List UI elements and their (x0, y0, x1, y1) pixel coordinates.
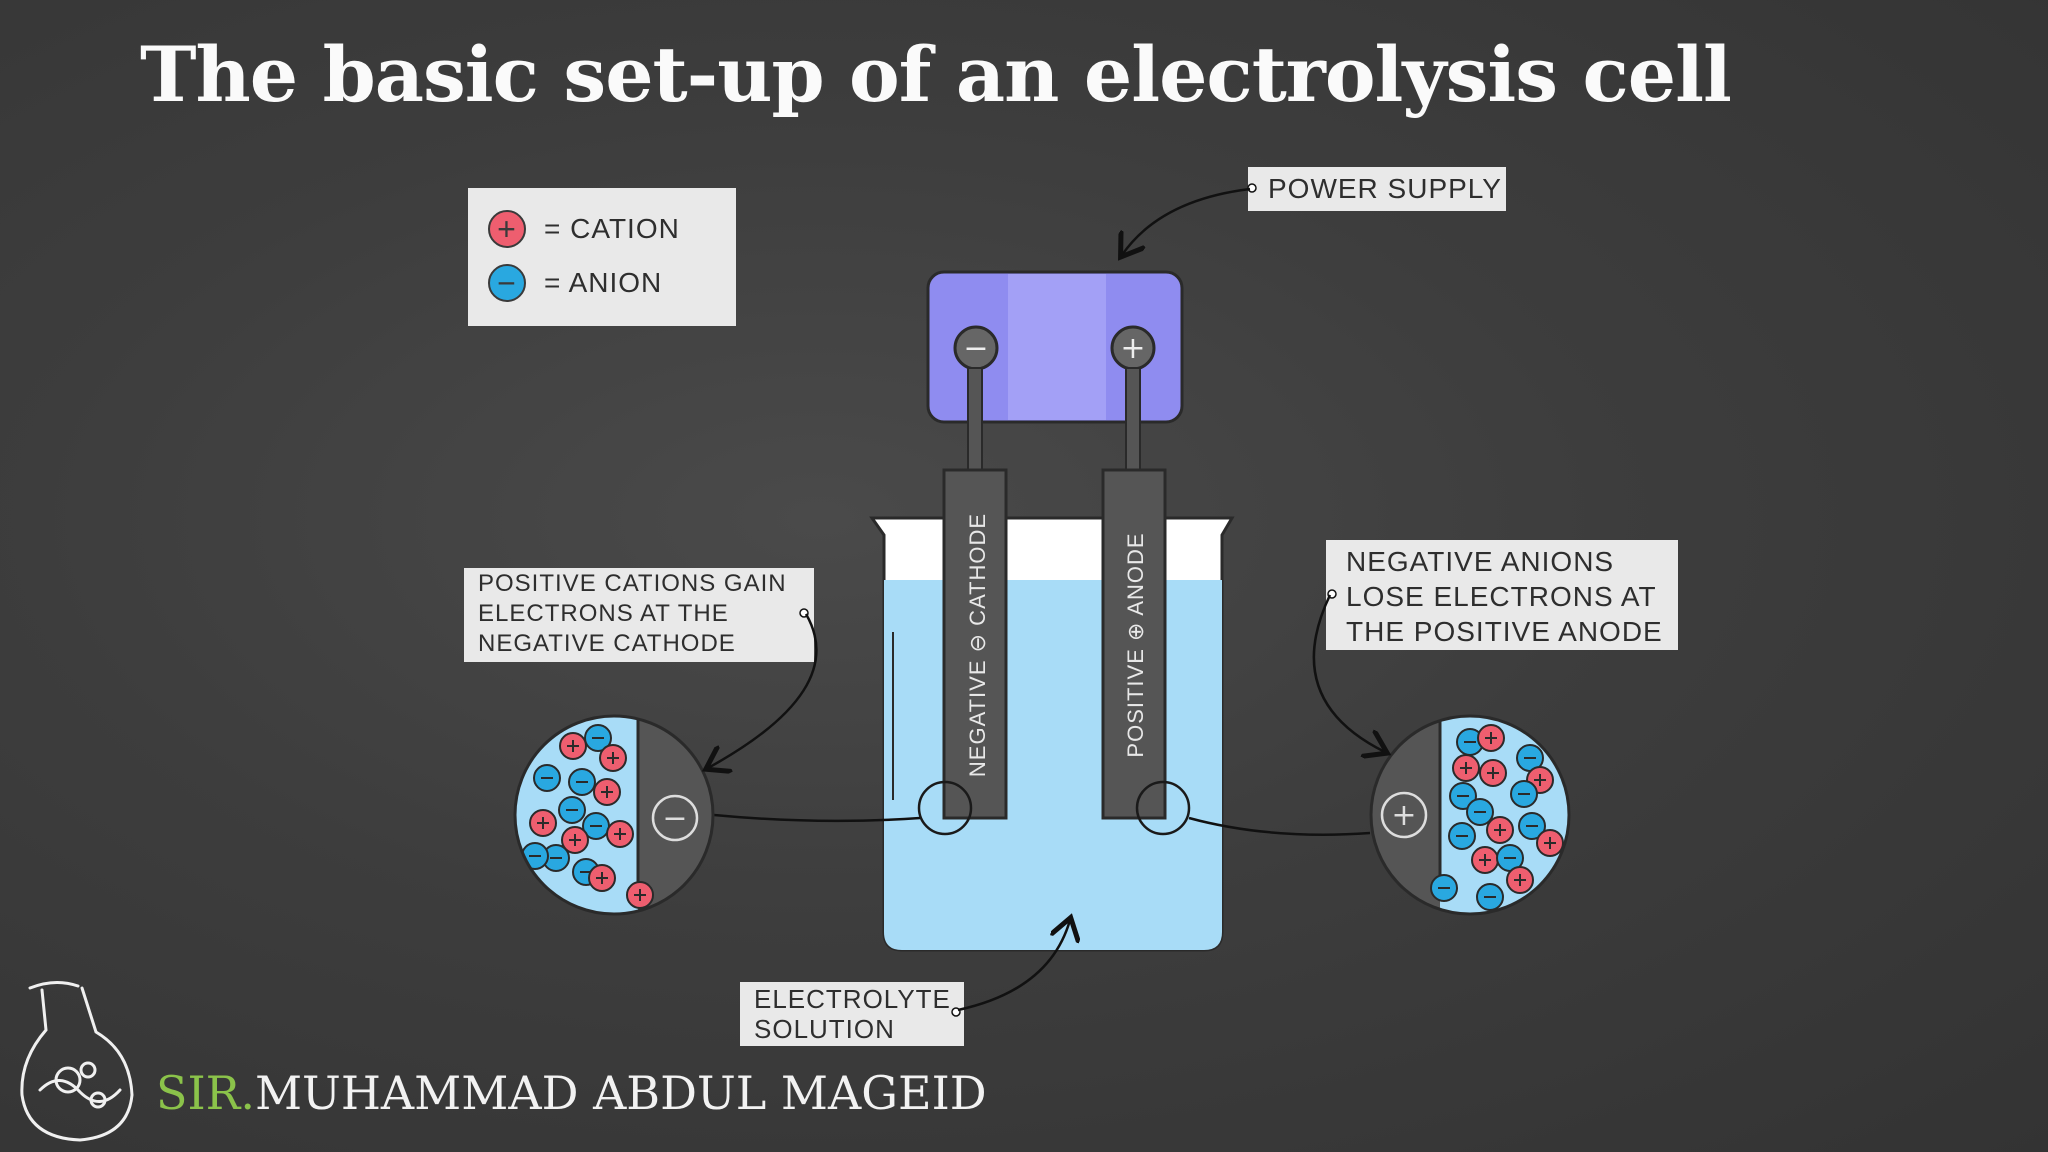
cathode-callout: POSITIVE CATIONS GAIN ELECTRONS AT THE N… (464, 568, 814, 662)
anode-electrode: POSITIVE ⊕ ANODE (1101, 468, 1191, 836)
anion-particle (1449, 782, 1477, 810)
anion-particle (1448, 822, 1476, 850)
cation-particle (529, 809, 557, 837)
anion-particle (582, 812, 610, 840)
zoom-cathode-sign-icon: − (662, 801, 687, 836)
anode-callout-line: THE POSITIVE ANODE (1346, 616, 1663, 647)
anode-callout-line: NEGATIVE ANIONS (1346, 546, 1615, 577)
cation-particle (599, 744, 627, 772)
anode-callout-arrow (1312, 594, 1385, 752)
anion-particle (568, 768, 596, 796)
legend-row-cation: + = CATION (488, 202, 716, 256)
negative-terminal-icon: − (963, 331, 988, 366)
cation-particle (559, 732, 587, 760)
anion-particle (558, 796, 586, 824)
electrolyte-callout: ELECTROLYTE SOLUTION (740, 982, 964, 1046)
anion-particle (533, 764, 561, 792)
anion-particle (1430, 874, 1458, 902)
cation-particle (593, 778, 621, 806)
electrolyte-callout-line: SOLUTION (754, 1014, 895, 1044)
cation-particle (1479, 759, 1507, 787)
cation-particle (1471, 846, 1499, 874)
cation-particle (1536, 829, 1564, 857)
cation-particle (561, 826, 589, 854)
cation-particle (1477, 724, 1505, 752)
legend-row-anion: − = ANION (488, 256, 716, 310)
power-supply-label: POWER SUPPLY (1248, 167, 1506, 211)
legend: + = CATION − = ANION (468, 188, 736, 326)
anode-label-text: POSITIVE ⊕ ANODE (1123, 532, 1148, 757)
cathode-wire (967, 367, 983, 475)
cation-particle (1506, 866, 1534, 894)
anion-particle (584, 724, 612, 752)
cation-particle (588, 864, 616, 892)
anion-particle (1476, 883, 1504, 911)
cathode-electrode: NEGATIVE ⊖ CATHODE (917, 468, 1008, 836)
anion-particle (1518, 812, 1546, 840)
anion-particle (1510, 780, 1538, 808)
cation-particle (626, 881, 654, 909)
electrolyte-solution (884, 580, 1222, 950)
anode-callout: NEGATIVE ANIONS LOSE ELECTRONS AT THE PO… (1326, 540, 1678, 650)
power-supply: − + (926, 270, 1184, 424)
anion-icon: − (488, 264, 526, 302)
anion-particle (1466, 798, 1494, 826)
anode-zoom-bubble: + (1369, 714, 1571, 916)
cathode-zoom-connector (713, 813, 921, 823)
beaker (869, 516, 1235, 952)
legend-anion-label: = ANION (544, 267, 663, 298)
legend-cation-label: = CATION (544, 213, 680, 244)
author-credit: SIR.MUHAMMAD ABDUL MAGEID (156, 1066, 987, 1120)
positive-terminal-icon: + (1120, 331, 1145, 366)
electrolyte-callout-line: ELECTROLYTE (754, 984, 951, 1014)
power-supply-arrow (1122, 187, 1251, 255)
zoom-anode-sign-icon: + (1391, 798, 1416, 833)
cathode-zoom-bubble: − (513, 714, 715, 916)
author-name: MUHAMMAD ABDUL MAGEID (254, 1066, 987, 1120)
cathode-callout-line: NEGATIVE CATHODE (478, 630, 736, 657)
page-title: The basic set-up of an electrolysis cell (140, 30, 1732, 119)
anode-wire (1125, 367, 1141, 475)
cation-icon: + (488, 210, 526, 248)
anode-zoom-connector (1188, 816, 1371, 836)
cathode-callout-line: ELECTRONS AT THE (478, 600, 729, 627)
cation-particle (1486, 816, 1514, 844)
cation-particle (1452, 754, 1480, 782)
anode-callout-line: LOSE ELECTRONS AT (1346, 581, 1657, 612)
author-prefix: SIR. (156, 1066, 255, 1120)
cathode-label-text: NEGATIVE ⊖ CATHODE (965, 513, 990, 777)
cathode-callout-line: POSITIVE CATIONS GAIN (478, 570, 787, 597)
electrolyte-callout-arrow (957, 920, 1070, 1012)
cathode-callout-arrow (708, 613, 818, 768)
cation-particle (606, 820, 634, 848)
anion-particle (521, 842, 549, 870)
flask-logo-icon (20, 981, 134, 1142)
